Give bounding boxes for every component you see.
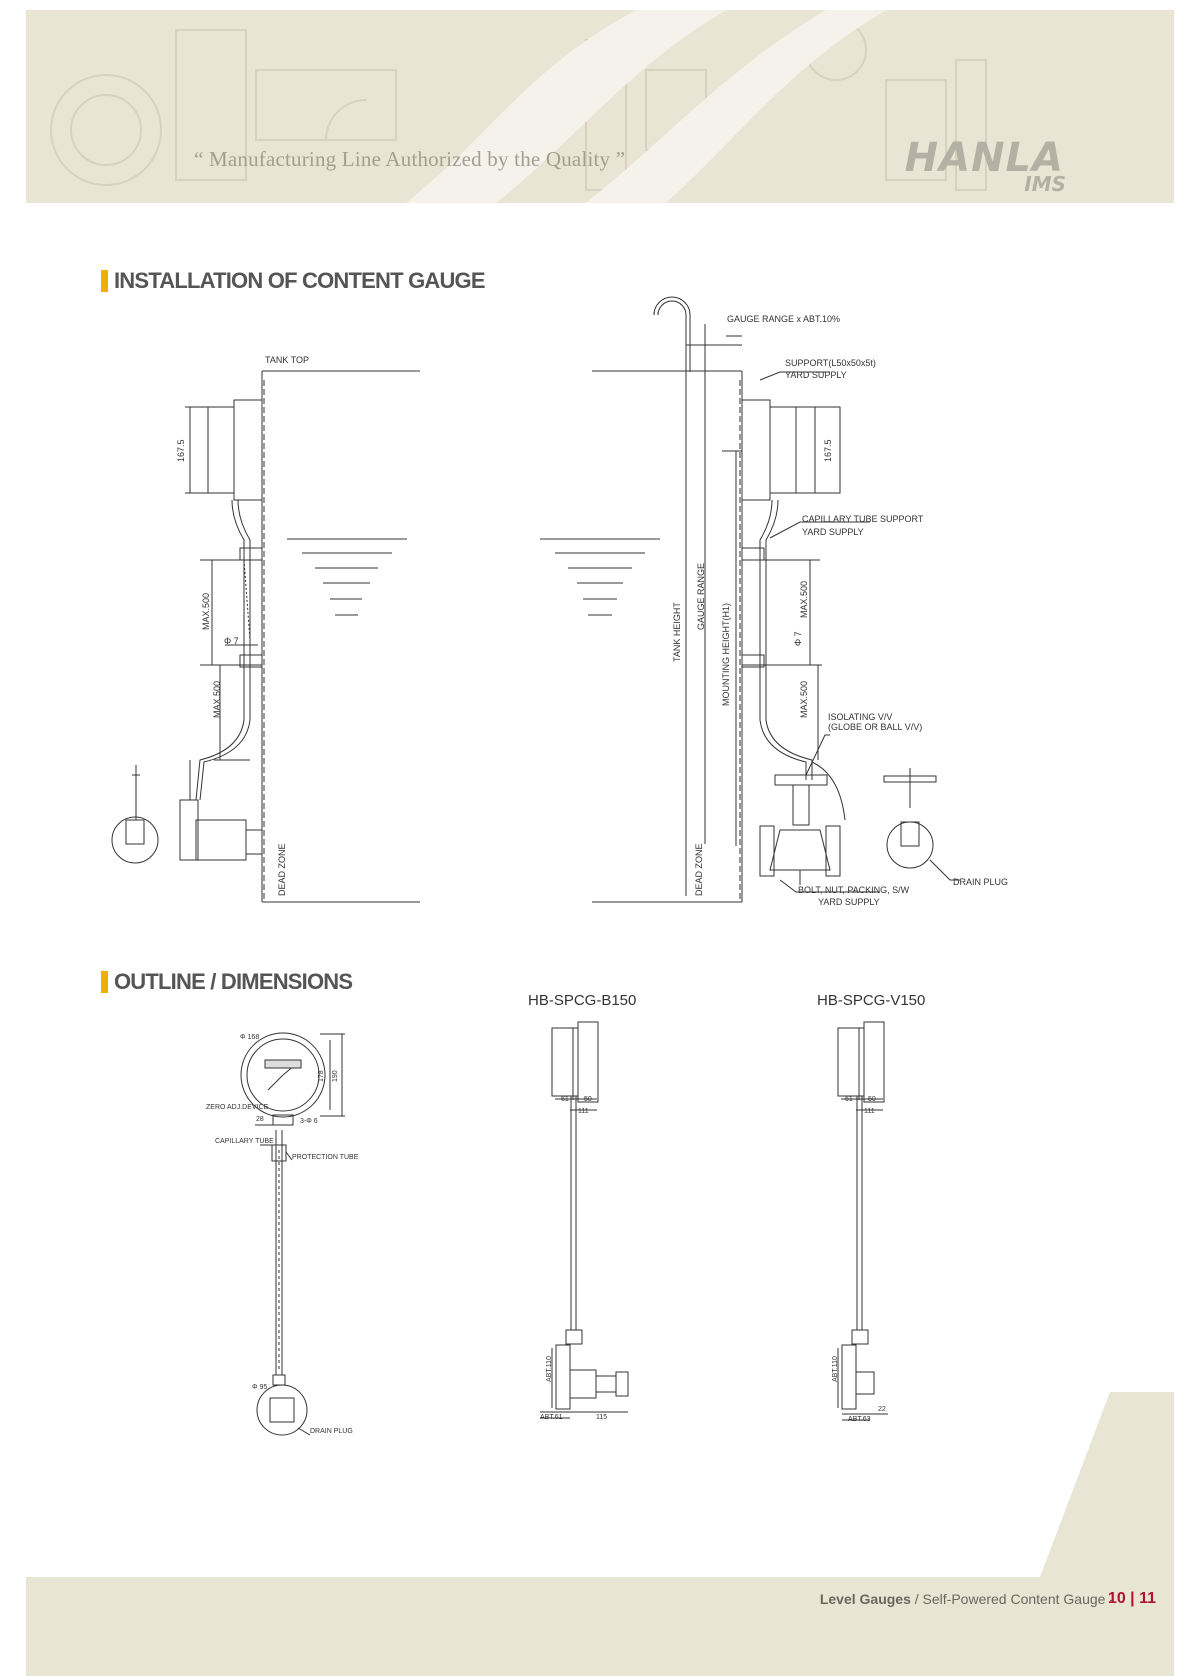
- model-name-v150: HB-SPCG-V150: [817, 992, 926, 1009]
- footer-separator: /: [910, 1591, 923, 1607]
- label-phi168: Φ 168: [240, 1034, 260, 1041]
- label-190: 190: [332, 1070, 339, 1082]
- section-accent-bar: [101, 971, 108, 993]
- label-drain-plug-outline: DRAIN PLUG: [310, 1428, 353, 1435]
- label-isolating-valve: ISOLATING V/V: [828, 712, 893, 722]
- footer-text: Level Gauges / Self-Powered Content Gaug…: [820, 1591, 1114, 1607]
- label-v150-50: 50: [868, 1096, 876, 1103]
- label-v150-abt63: ABT.63: [848, 1416, 871, 1423]
- label-b150-111: 111: [578, 1108, 589, 1115]
- label-b150-61: 61: [561, 1096, 569, 1103]
- label-yard-supply-1: YARD SUPPLY: [785, 370, 847, 380]
- section-title-outline: OUTLINE / DIMENSIONS: [114, 969, 353, 994]
- label-gauge-range-abt: GAUGE RANGE x ABT.10%: [727, 314, 841, 324]
- label-b150-50: 50: [584, 1096, 592, 1103]
- label-capillary-tube-support: CAPILLARY TUBE SUPPORT: [802, 514, 924, 524]
- label-drain-plug-install: DRAIN PLUG: [953, 877, 1009, 887]
- label-phi7-left: Φ 7: [224, 636, 239, 646]
- section-title-installation: INSTALLATION OF CONTENT GAUGE: [114, 268, 486, 293]
- header-banner: “ Manufacturing Line Authorized by the Q…: [26, 10, 1174, 203]
- label-v150-22: 22: [878, 1406, 886, 1413]
- label-28: 28: [256, 1116, 264, 1123]
- label-v150-61: 61: [845, 1096, 853, 1103]
- footer-category: Level Gauges: [819, 1591, 911, 1607]
- tagline: “ Manufacturing Line Authorized by the Q…: [194, 147, 626, 171]
- label-support: SUPPORT(L50x50x5t): [785, 358, 876, 368]
- brand-logo-sub: IMS: [1024, 172, 1066, 196]
- label-yard-supply-2: YARD SUPPLY: [802, 527, 864, 537]
- label-v150-111: 111: [864, 1108, 875, 1115]
- label-v150-abt110: ABT.110: [832, 1356, 839, 1382]
- section-accent-bar: [101, 270, 108, 292]
- label-tank-top: TANK TOP: [265, 355, 310, 365]
- footer-product: Self-Powered Content Gauge -: [922, 1591, 1114, 1607]
- label-b150-abt61: ABT.61: [540, 1414, 563, 1421]
- label-protection-tube: PROTECTION TUBE: [292, 1154, 359, 1161]
- page-numbers: 10 | 11: [1107, 1590, 1156, 1607]
- label-b150-abt110: ABT.110: [546, 1356, 553, 1382]
- label-b150-115: 115: [596, 1414, 608, 1421]
- label-globe-or-ball-valve: (GLOBE OR BALL V/V): [828, 722, 923, 732]
- label-phi95: Φ 95: [252, 1384, 268, 1391]
- footer-band: Level Gauges / Self-Powered Content Gaug…: [26, 1577, 1174, 1676]
- label-178: 178: [318, 1070, 325, 1082]
- brand-logo: HANLA: [904, 135, 1064, 181]
- header-background-art: [50, 10, 987, 203]
- label-bolt-nut-packing: BOLT, NUT, PACKING, S/W: [798, 885, 910, 895]
- label-3-phi6: 3-Φ 6: [300, 1118, 318, 1125]
- label-yard-supply-3: YARD SUPPLY: [818, 897, 880, 907]
- label-capillary-tube: CAPILLARY TUBE: [215, 1138, 274, 1145]
- label-zero-adj-device: ZERO ADJ.DEVICE: [206, 1104, 269, 1111]
- model-name-b150: HB-SPCG-B150: [528, 992, 637, 1009]
